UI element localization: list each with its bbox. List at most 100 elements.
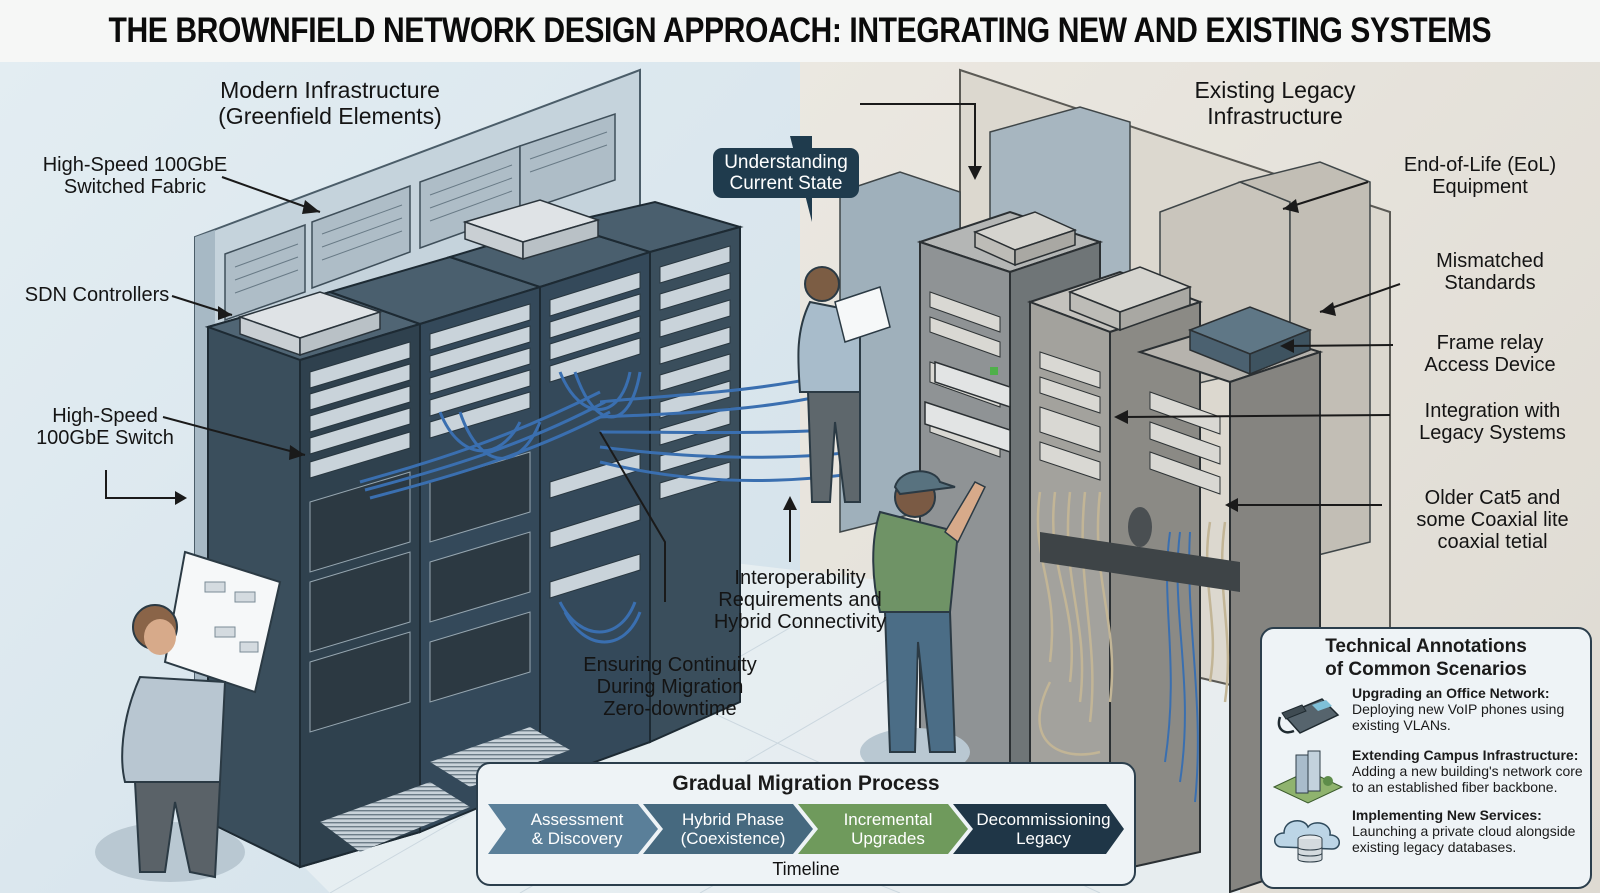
annotation-text: Extending Campus Infrastructure: Adding … [1352, 747, 1583, 795]
annotation-line: existing legacy databases. [1352, 839, 1517, 855]
step-line: Incremental [843, 810, 933, 829]
engineer-with-diagram-left [95, 550, 282, 882]
label-line: Ensuring Continuity [583, 654, 757, 676]
label-frame-relay: Frame relay Access Device [1400, 332, 1580, 376]
heading-line: Existing Legacy [1194, 77, 1356, 103]
page-title-bar: THE BROWNFIELD NETWORK DESIGN APPROACH: … [0, 0, 1600, 62]
chevron-step-2 [643, 804, 813, 854]
label-line: coaxial tetial [1437, 531, 1548, 553]
annotation-heading: Implementing New Services: [1352, 807, 1542, 823]
coaxial-cable-bundle [1040, 507, 1240, 592]
label-line: some Coaxial lite [1416, 509, 1569, 531]
label-line: Older Cat5 and [1424, 487, 1561, 509]
engineer-reviewing-plans [797, 266, 891, 503]
chevron-step-4 [953, 804, 1124, 854]
label-eol-equipment: End-of-Life (EoL) Equipment [1380, 154, 1580, 198]
label-older-cat5: Older Cat5 and some Coaxial lite coaxial… [1390, 487, 1595, 553]
label-line: During Migration [596, 676, 744, 698]
annotation-line: existing VLANs. [1352, 717, 1451, 733]
step-line: Assessment [530, 810, 624, 829]
arrowheads [175, 166, 1336, 512]
illustration-scene: Modern Infrastructure (Greenfield Elemen… [0, 62, 1600, 893]
legacy-cat5-cables [1036, 491, 1230, 756]
title-line: Technical Annotations [1325, 636, 1527, 657]
label-line: End-of-Life (EoL) [1403, 154, 1557, 176]
label-interoperability: Interoperability Requirements and Hybrid… [705, 567, 895, 633]
step-line: Hybrid Phase [681, 810, 785, 829]
floor-vent [320, 782, 470, 852]
callout-line: Understanding [724, 152, 848, 173]
heading-line: Modern Infrastructure [220, 77, 440, 103]
step-line: Decommissioning [976, 810, 1111, 829]
legacy-equipment-units [929, 291, 1221, 495]
label-switched-fabric: High-Speed 100GbE Switched Fabric [30, 154, 240, 198]
heading-line: Infrastructure [1207, 103, 1343, 129]
integration-switches [924, 360, 1011, 454]
label-line: Frame relay [1436, 332, 1544, 354]
label-line: Equipment [1432, 176, 1528, 198]
annotation-line: Launching a private cloud alongside [1352, 823, 1576, 839]
timeline-label: Timeline [772, 859, 840, 879]
step-line: Upgrades [851, 829, 925, 848]
floor-vent [430, 727, 570, 787]
label-leader-lines [105, 103, 1401, 602]
modern-infrastructure-heading: Modern Infrastructure (Greenfield Elemen… [195, 77, 465, 129]
legacy-top-devices [972, 211, 1313, 376]
migration-steps: Assessment& Discovery Hybrid Phase(Coexi… [488, 804, 1124, 854]
annotation-text: Upgrading an Office Network: Deploying n… [1352, 685, 1564, 733]
migration-chevrons [488, 804, 1124, 854]
sdn-controller-device [237, 199, 601, 357]
annotation-heading: Upgrading an Office Network: [1352, 685, 1550, 701]
cloud-database-icon [1274, 820, 1340, 863]
label-line: SDN Controllers [24, 284, 170, 306]
label-line: Standards [1444, 272, 1536, 294]
label-line: Legacy Systems [1419, 422, 1566, 444]
label-line: Requirements and [718, 589, 882, 611]
annotation-office-network: Upgrading an Office Network: Deploying n… [1272, 685, 1584, 749]
label-line: Access Device [1424, 354, 1556, 376]
switched-fabric-units [224, 112, 616, 322]
label-integration-legacy: Integration with Legacy Systems [1400, 400, 1585, 444]
annotation-text: Implementing New Services: Launching a p… [1352, 807, 1575, 855]
label-line: 100GbE Switch [36, 427, 174, 449]
annotation-line: Adding a new building's network core [1352, 763, 1583, 779]
gradual-migration-panel: Gradual Migration Process Assessment& Di… [476, 762, 1136, 886]
annotation-heading: Extending Campus Infrastructure: [1352, 747, 1579, 763]
label-ensuring-continuity: Ensuring Continuity During Migration Zer… [575, 654, 765, 720]
label-line: High-Speed [52, 405, 158, 427]
step-line: (Coexistence) [680, 829, 786, 848]
label-line: Mismatched [1436, 250, 1544, 272]
annotation-line: to an established fiber backbone. [1352, 779, 1558, 795]
label-line: Switched Fabric [63, 176, 207, 198]
step-line: & Discovery [531, 829, 623, 848]
chevron-step-1 [488, 804, 658, 854]
voip-phone-icon [1277, 698, 1340, 734]
title-line: of Common Scenarios [1325, 659, 1527, 680]
label-line: Integration with [1424, 400, 1561, 422]
label-line: Zero-downtime [603, 698, 737, 720]
legacy-infrastructure-heading: Existing Legacy Infrastructure [1150, 77, 1400, 129]
step-line: Legacy [1016, 829, 1071, 848]
annotation-new-services: Implementing New Services: Launching a p… [1272, 807, 1584, 871]
label-line: Interoperability [734, 567, 866, 589]
label-100gbe-switch: High-Speed 100GbE Switch [30, 405, 180, 449]
heading-line: (Greenfield Elements) [218, 103, 442, 129]
callout-line: Current State [729, 173, 843, 194]
label-mismatched-standards: Mismatched Standards [1405, 250, 1575, 294]
technical-annotations-panel: Technical Annotations of Common Scenario… [1260, 627, 1592, 889]
label-sdn-controllers: SDN Controllers [22, 284, 172, 306]
annotations-title: Technical Annotations of Common Scenario… [1262, 635, 1590, 681]
page-title: THE BROWNFIELD NETWORK DESIGN APPROACH: … [108, 11, 1492, 50]
annotation-campus-infrastructure: Extending Campus Infrastructure: Adding … [1272, 747, 1584, 811]
label-line: Hybrid Connectivity [713, 611, 887, 633]
understanding-current-state-callout: Understanding Current State [713, 148, 859, 198]
technician-installing-switch [860, 470, 987, 776]
scene-artwork [0, 62, 1600, 893]
chevron-step-3 [798, 804, 968, 854]
annotation-line: Deploying new VoIP phones using [1352, 701, 1565, 717]
campus-buildings-icon [1272, 750, 1344, 804]
migration-step-assessment: Assessment& Discovery [502, 804, 652, 854]
migration-title: Gradual Migration Process [672, 772, 940, 795]
